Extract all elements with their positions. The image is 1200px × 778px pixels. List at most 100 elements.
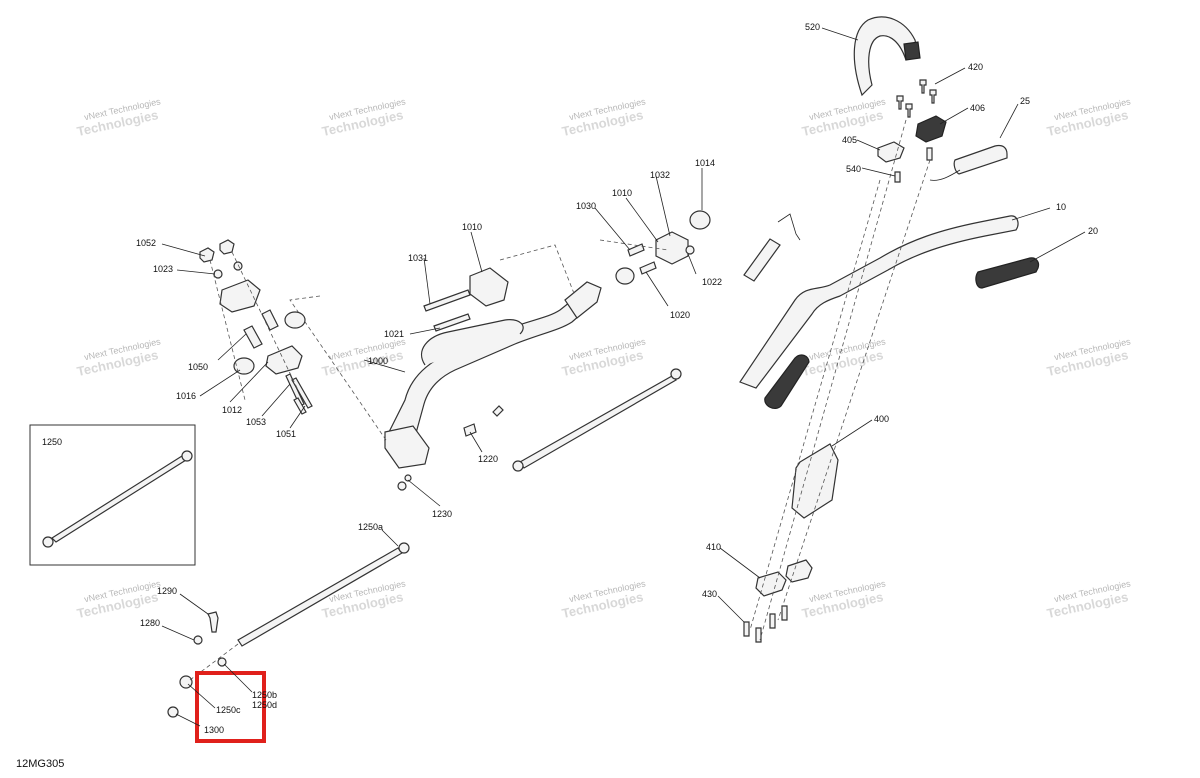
rod-end-part — [42, 536, 54, 548]
rod-end-part — [181, 450, 193, 462]
callout-1220: 1220 — [478, 454, 498, 464]
callout-1250c: 1250c — [216, 705, 241, 715]
nut-part — [685, 245, 695, 255]
callout-1014: 1014 — [695, 158, 715, 168]
screw-part — [896, 95, 904, 110]
washer-part — [404, 474, 412, 482]
callout-430: 430 — [702, 589, 717, 599]
steering-column-loop — [420, 319, 524, 366]
screw-part — [894, 171, 901, 183]
lower-tie-rod-assembly — [167, 542, 410, 718]
callout-410: 410 — [706, 542, 721, 552]
callout-520: 520 — [805, 22, 820, 32]
bushing-part — [689, 210, 711, 230]
callout-1032: 1032 — [650, 170, 670, 180]
hook-part — [743, 238, 781, 282]
callout-1300: 1300 — [204, 725, 224, 735]
pin-part — [261, 309, 279, 331]
washer-part — [213, 269, 223, 279]
callout-labels: 520 420 406 25 405 540 10 20 1014 1032 1… — [136, 22, 1098, 735]
callout-25: 25 — [1020, 96, 1030, 106]
pin-part — [627, 243, 645, 257]
callout-1053: 1053 — [246, 417, 266, 427]
grip-part — [975, 257, 1040, 289]
callout-1250d: 1250d — [252, 700, 277, 710]
callout-1280: 1280 — [140, 618, 160, 628]
assembly-axis — [749, 179, 881, 631]
bolt-part — [463, 423, 477, 437]
callout-420: 420 — [968, 62, 983, 72]
bushing-part — [233, 357, 255, 375]
callout-1051: 1051 — [276, 429, 296, 439]
column-clamp-part — [384, 425, 430, 469]
bolt-part — [291, 377, 313, 409]
clamp-part — [785, 559, 813, 583]
callout-406: 406 — [970, 103, 985, 113]
callout-1050: 1050 — [188, 362, 208, 372]
callout-1031: 1031 — [408, 253, 428, 263]
bolt-part — [423, 289, 471, 312]
callout-1230: 1230 — [432, 509, 452, 519]
grip-wire — [929, 169, 961, 181]
washer-part — [193, 635, 203, 645]
hand-guard-tip — [903, 41, 921, 61]
callout-1016: 1016 — [176, 391, 196, 401]
assembly-axis — [289, 295, 387, 441]
washer-part — [233, 261, 243, 271]
callout-1250a: 1250a — [358, 522, 383, 532]
assembly-axis — [499, 244, 576, 297]
screw-part — [929, 89, 937, 104]
bolt-part — [781, 605, 788, 621]
assembly-axis — [759, 119, 907, 641]
inset-label: 1250 — [42, 437, 62, 447]
bolt-part — [285, 373, 305, 407]
washer-part — [397, 481, 407, 491]
screw-part — [905, 103, 913, 118]
hook-wire — [777, 213, 801, 241]
bolt-part — [293, 397, 307, 415]
callout-1000: 1000 — [368, 356, 388, 366]
callout-1030: 1030 — [576, 201, 596, 211]
callout-20: 20 — [1088, 226, 1098, 236]
grip-part — [764, 354, 810, 410]
assembly-axis — [777, 159, 931, 621]
callout-10: 10 — [1056, 202, 1066, 212]
bolt-part — [492, 405, 504, 417]
callout-1010: 1010 — [462, 222, 482, 232]
handlebar-assembly — [739, 16, 1040, 643]
screw-part — [926, 147, 933, 161]
clamp-part — [877, 141, 905, 163]
callout-405: 405 — [842, 135, 857, 145]
callout-1021: 1021 — [384, 329, 404, 339]
assembly-axis — [209, 259, 246, 401]
callout-1022: 1022 — [702, 277, 722, 287]
clamp-part — [755, 571, 787, 597]
bolt-part — [769, 613, 776, 629]
column-top-part — [564, 281, 602, 319]
handlebar-part — [739, 215, 1019, 389]
rod-end-part — [512, 460, 524, 472]
callout-1023: 1023 — [153, 264, 173, 274]
upper-clamp-assembly — [199, 239, 313, 415]
callout-1250b: 1250b — [252, 690, 277, 700]
inset-box-1250: 1250 — [29, 424, 196, 566]
bushing-part — [615, 267, 635, 285]
bushing-part — [284, 311, 306, 329]
drawing-code: 12MG305 — [16, 758, 64, 770]
nut-part — [167, 706, 179, 718]
screw-part — [919, 79, 927, 94]
rod-end-part — [670, 368, 682, 380]
clamp-part — [915, 115, 947, 143]
bolt-part — [743, 621, 750, 637]
tie-rod-part — [519, 375, 677, 469]
grip-part — [953, 144, 1008, 175]
bolt-part — [207, 611, 219, 633]
leader-lines — [161, 27, 1086, 727]
highlight-box — [195, 671, 266, 743]
rod-end-part — [398, 542, 410, 554]
bolt-part — [755, 627, 762, 643]
nut-part — [199, 247, 215, 263]
clamp-part — [219, 279, 261, 313]
